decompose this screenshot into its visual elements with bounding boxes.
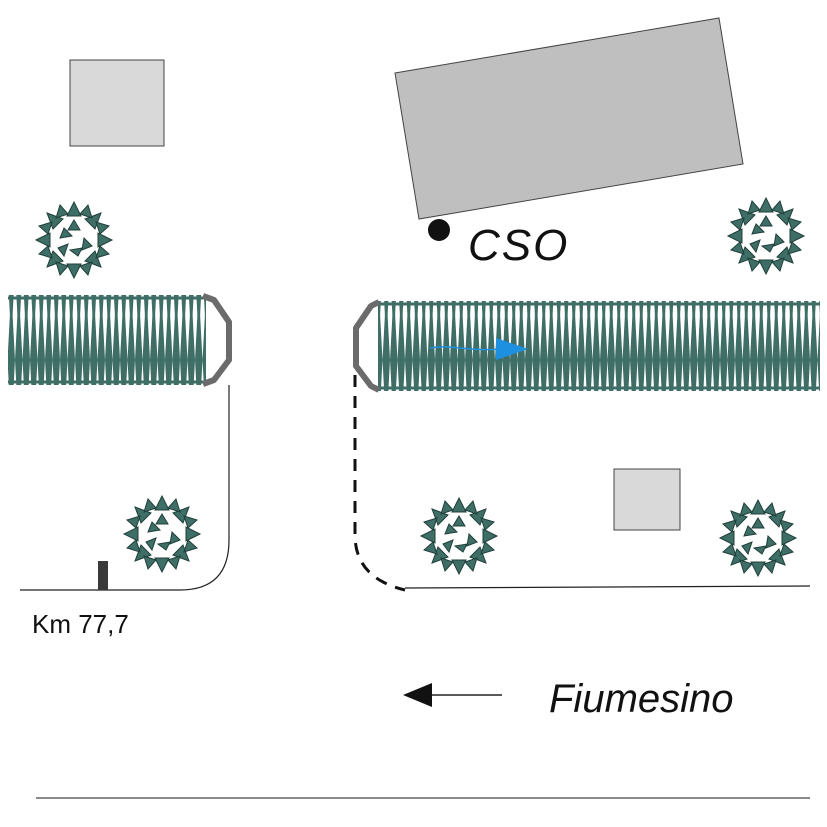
building-small-right [613,468,681,531]
culvert-left-end-cap [201,293,232,387]
town-label: Fiumesino [549,677,734,721]
cso-point-marker [428,219,450,241]
tree-icon [123,495,201,573]
km-marker-post [98,561,108,590]
culvert-right [353,299,820,393]
culvert-right-end-cap [353,299,381,393]
road-edge-left [20,385,230,591]
tree-icon [35,201,113,279]
flow-arrow-icon [429,338,528,360]
building-large-top [394,17,744,220]
cso-label: CSO [468,221,569,270]
road-edge-right [404,585,811,589]
building-small-top-left [69,59,165,147]
tree-icon [420,497,498,575]
km-label: Km 77,7 [32,609,129,639]
arrow-left-icon [403,683,502,707]
road-edge-right-dashed [353,375,406,592]
tree-icon [727,197,805,275]
culvert-left [8,293,232,387]
tree-icon [719,499,797,577]
